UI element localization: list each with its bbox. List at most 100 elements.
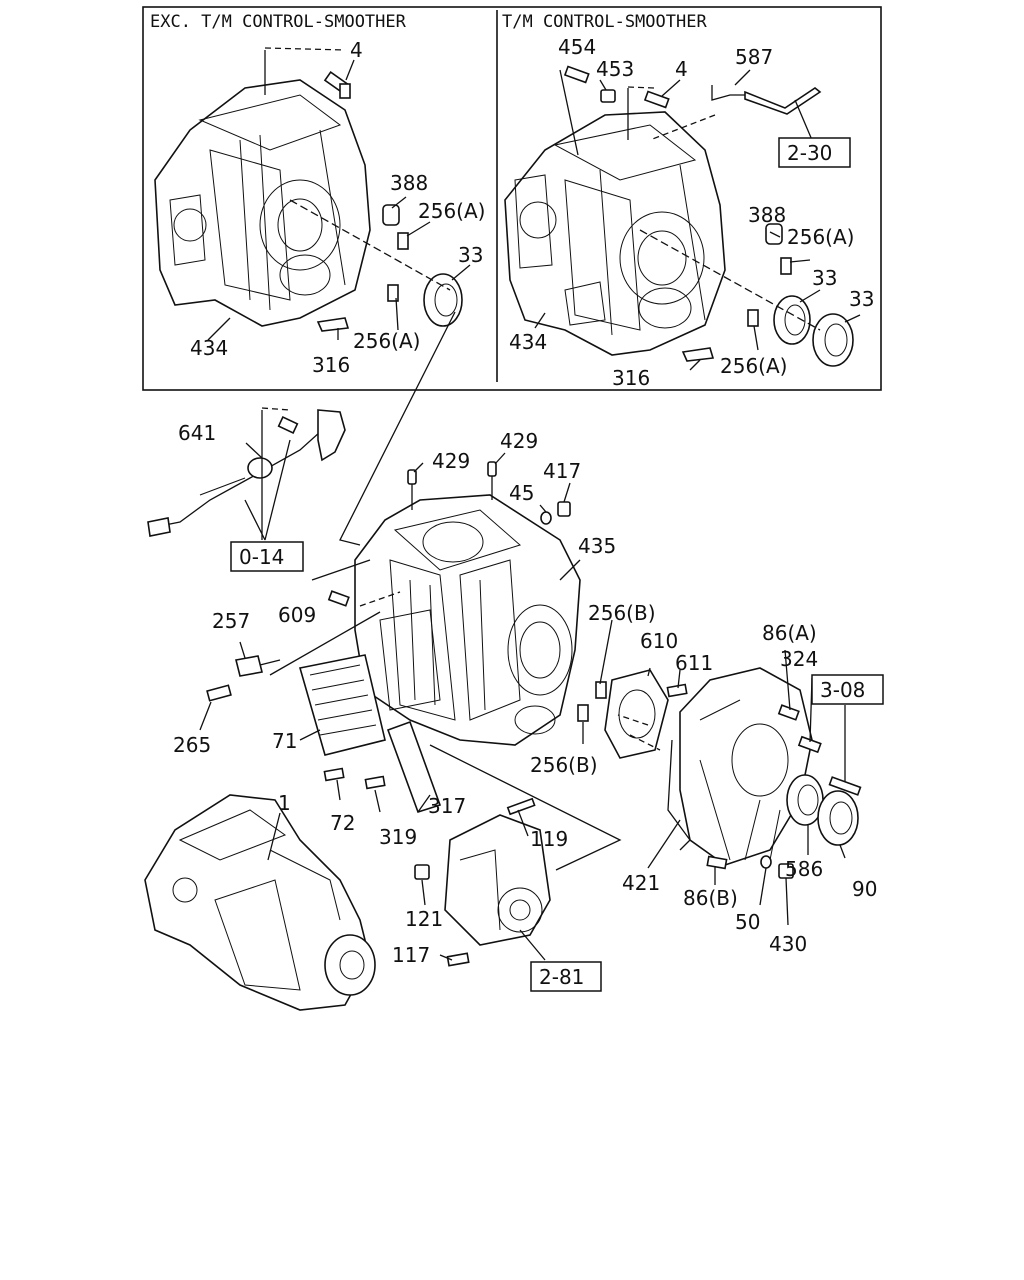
bolt-72 — [323, 767, 345, 782]
callout-319: 319 — [379, 825, 417, 849]
callout-50: 50 — [735, 910, 760, 934]
callout-317: 317 — [428, 794, 466, 818]
bolt-454 — [563, 65, 590, 84]
seal-33-left — [423, 273, 463, 327]
dowel-256b-2 — [577, 704, 589, 722]
callout-119: 119 — [530, 827, 568, 851]
bolt-319 — [364, 775, 386, 790]
transmission-case-435 — [354, 494, 581, 746]
ref-label-2-30[interactable]: 2-30 — [787, 141, 832, 165]
bolt-117 — [446, 952, 470, 967]
ref-label-2-81[interactable]: 2-81 — [539, 965, 584, 989]
callout-72: 72 — [330, 811, 355, 835]
ref-label-0-14[interactable]: 0-14 — [239, 545, 284, 569]
cover-plate-71 — [298, 654, 386, 756]
dowel-256a-left-2 — [387, 284, 399, 302]
clutch-housing-right — [504, 111, 726, 356]
callout-454: 454 — [558, 35, 596, 59]
pin-429-b — [487, 461, 497, 477]
sensor-641 — [147, 409, 346, 537]
bolt-611 — [666, 683, 688, 698]
ref-box-2-30[interactable] — [778, 137, 851, 168]
transmission-assembly-1 — [144, 794, 376, 1011]
callout-71: 71 — [272, 729, 297, 753]
callout-324: 324 — [780, 647, 818, 671]
callout-641: 641 — [178, 421, 216, 445]
callout-316-left: 316 — [312, 353, 350, 377]
callout-435: 435 — [578, 534, 616, 558]
callout-430: 430 — [769, 932, 807, 956]
callout-434-left: 434 — [190, 336, 228, 360]
callout-421: 421 — [622, 871, 660, 895]
callout-256a-right-2: 256(A) — [720, 354, 787, 378]
callout-1: 1 — [278, 791, 291, 815]
seal-33-right-1 — [773, 295, 811, 345]
plate-316-left — [316, 317, 350, 332]
right-panel-title: T/M CONTROL-SMOOTHER — [502, 12, 707, 32]
stud-119 — [506, 797, 536, 816]
callout-587: 587 — [735, 45, 773, 69]
callout-388-left: 388 — [390, 171, 428, 195]
callout-434-right: 434 — [509, 330, 547, 354]
callout-117: 117 — [392, 943, 430, 967]
ref-box-2-81[interactable] — [530, 961, 602, 992]
dowel-256a-right-2 — [747, 309, 759, 327]
spring-257 — [235, 655, 281, 677]
bolt-4-left — [323, 71, 351, 99]
callout-316-right: 316 — [612, 366, 650, 390]
nut-453 — [600, 89, 616, 103]
callout-429-a: 429 — [432, 449, 470, 473]
left-panel-title: EXC. T/M CONTROL-SMOOTHER — [150, 12, 407, 32]
callout-586: 586 — [785, 857, 823, 881]
pto-assembly — [444, 814, 551, 946]
clutch-housing-left — [154, 79, 371, 327]
callout-33-right-1: 33 — [812, 266, 837, 290]
bolt-324 — [797, 735, 822, 754]
callout-33-right-2: 33 — [849, 287, 874, 311]
bolt-609 — [327, 590, 350, 607]
bolt-86b — [706, 855, 728, 870]
callout-609: 609 — [278, 603, 316, 627]
callout-429-b: 429 — [500, 429, 538, 453]
callout-611: 611 — [675, 651, 713, 675]
callout-256a-left-1: 256(A) — [418, 199, 485, 223]
callout-90: 90 — [852, 877, 877, 901]
callout-45: 45 — [509, 481, 534, 505]
nut-121 — [414, 864, 430, 880]
callout-388-right: 388 — [748, 203, 786, 227]
callout-265: 265 — [173, 733, 211, 757]
seal-90 — [817, 790, 859, 846]
ref-box-3-08[interactable] — [811, 674, 884, 705]
ring-45 — [540, 511, 552, 525]
ref-box-0-14[interactable] — [230, 541, 304, 572]
pipe-587 — [711, 85, 822, 115]
callout-256a-left-2: 256(A) — [353, 329, 420, 353]
callout-256b-1: 256(B) — [588, 601, 656, 625]
plug-417 — [557, 501, 571, 517]
callout-256b-2: 256(B) — [530, 753, 598, 777]
gasket-317 — [386, 720, 442, 813]
bushing-388-left — [382, 204, 400, 226]
ref-label-3-08[interactable]: 3-08 — [820, 678, 865, 702]
callout-33-left: 33 — [458, 243, 483, 267]
dowel-256b-1 — [595, 681, 607, 699]
callout-610: 610 — [640, 629, 678, 653]
callout-256a-right-1: 256(A) — [787, 225, 854, 249]
callout-86a: 86(A) — [762, 621, 817, 645]
callout-257: 257 — [212, 609, 250, 633]
callout-4-right: 4 — [675, 57, 688, 81]
callout-453: 453 — [596, 57, 634, 81]
dowel-256a-right-1 — [780, 257, 792, 275]
callout-121: 121 — [405, 907, 443, 931]
top-panel-frame — [142, 6, 882, 391]
callout-86b: 86(B) — [683, 886, 738, 910]
callout-417: 417 — [543, 459, 581, 483]
callout-4-left: 4 — [350, 38, 363, 62]
stud-3-08 — [828, 776, 862, 796]
gasket-610 — [604, 669, 669, 759]
seal-33-right-2 — [812, 313, 854, 367]
rear-housing-421 — [679, 667, 813, 866]
plate-316-right — [681, 347, 715, 362]
bolt-265 — [206, 684, 232, 702]
